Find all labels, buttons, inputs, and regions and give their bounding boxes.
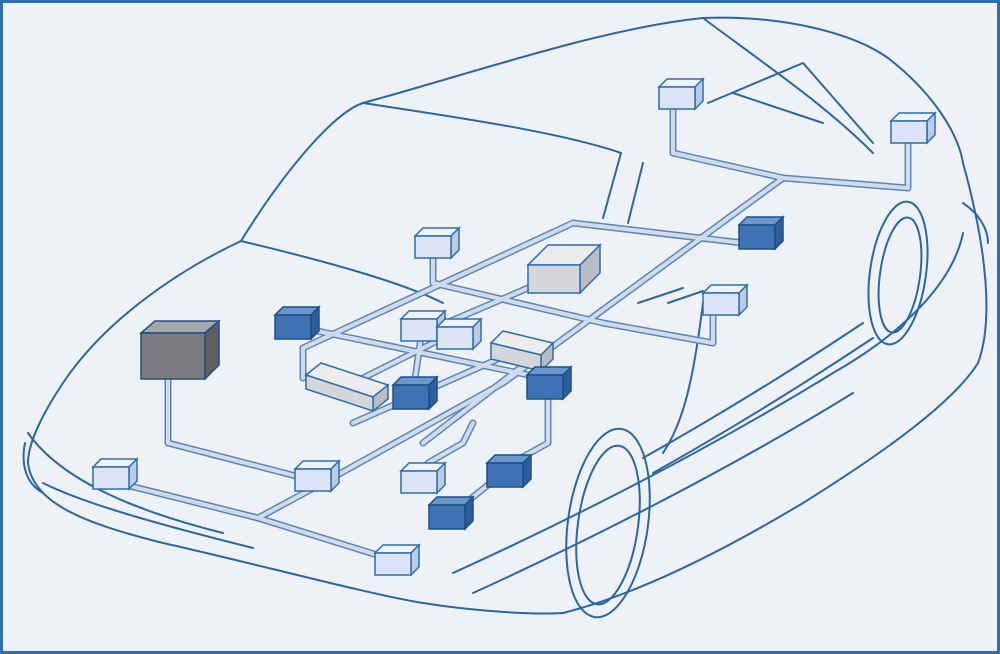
junction-module bbox=[489, 330, 555, 373]
long-unit-module bbox=[304, 362, 390, 413]
brake-module bbox=[428, 496, 474, 530]
engine-control-module bbox=[526, 366, 572, 400]
dash-module-right bbox=[436, 318, 482, 350]
rear-left-module bbox=[658, 78, 704, 110]
car-body-outline bbox=[22, 16, 989, 619]
sensor-module bbox=[400, 462, 446, 494]
steering-module bbox=[274, 306, 320, 340]
headlight-right-module bbox=[374, 544, 420, 576]
front-control-module bbox=[294, 460, 340, 492]
door-module bbox=[702, 284, 748, 316]
car-network-diagram bbox=[22, 16, 989, 619]
central-unit-module bbox=[526, 243, 602, 295]
headlight-left-module bbox=[92, 458, 138, 490]
rear-control-module bbox=[738, 216, 784, 250]
rear-right-module bbox=[890, 112, 936, 144]
modules bbox=[92, 78, 936, 576]
console-module bbox=[392, 376, 438, 410]
battery-module bbox=[138, 319, 222, 381]
cabin-module-upper bbox=[414, 227, 460, 259]
abs-module bbox=[486, 454, 532, 488]
